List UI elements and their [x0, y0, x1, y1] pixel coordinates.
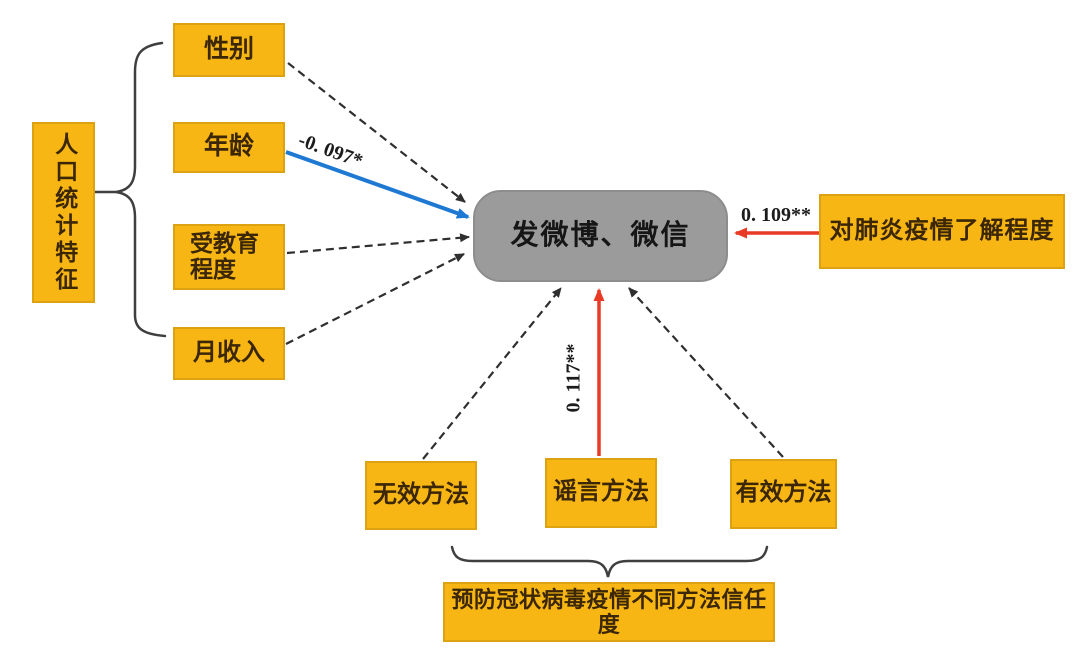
node-gender-label: 性别	[203, 35, 254, 63]
edge-education-outcome	[286, 233, 470, 255]
node-demographics-label: 人口统计特征	[51, 131, 77, 294]
node-awareness: 对肺炎疫情了解程度	[819, 194, 1065, 269]
edge-effective-outcome	[628, 287, 784, 458]
node-trust-group-label: 预防冠状病毒疫情不同方法信任度	[451, 586, 767, 637]
node-ineffective-methods: 无效方法	[365, 461, 477, 530]
node-education-label-line1: 受教育	[190, 230, 259, 256]
node-age: 年龄	[173, 122, 285, 173]
node-outcome-label: 发微博、微信	[510, 219, 691, 251]
edge-gender-outcome	[287, 62, 466, 203]
node-education-label-line2: 程度	[190, 257, 236, 282]
trust-brace	[450, 545, 769, 578]
node-income-label: 月收入	[193, 339, 265, 366]
node-trust-group: 预防冠状病毒疫情不同方法信任度	[443, 582, 775, 642]
node-education: 受教育 程度	[173, 224, 285, 290]
node-income: 月收入	[173, 327, 285, 380]
coefficient-awareness-outcome: 0. 109**	[741, 204, 811, 226]
node-gender: 性别	[173, 23, 285, 77]
node-ineffective-methods-label: 无效方法	[373, 481, 469, 508]
edge-ineffective-outcome	[422, 287, 562, 460]
node-effective-methods-label: 有效方法	[735, 480, 832, 507]
edge-age-outcome	[285, 150, 470, 219]
node-demographics: 人口统计特征	[32, 122, 95, 303]
node-outcome: 发微博、微信	[473, 190, 728, 282]
node-rumor-methods: 谣言方法	[545, 458, 657, 528]
node-rumor-methods-label: 谣言方法	[553, 479, 649, 506]
coefficient-rumor-outcome: 0. 117**	[562, 343, 585, 413]
edge-income-outcome	[285, 253, 465, 345]
node-age-label: 年龄	[203, 133, 254, 161]
node-effective-methods: 有效方法	[730, 459, 837, 529]
demographics-brace	[93, 41, 167, 338]
node-awareness-label: 对肺炎疫情了解程度	[829, 217, 1055, 244]
